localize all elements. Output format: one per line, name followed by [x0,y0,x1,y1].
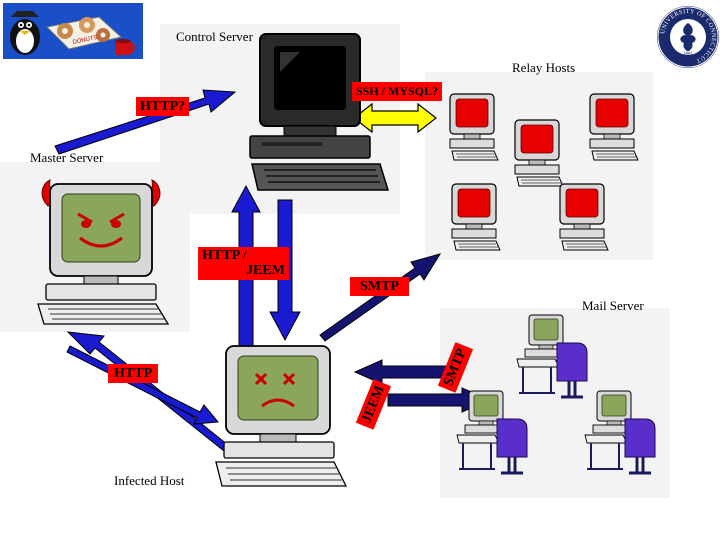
mail-server-label: Mail Server [582,298,644,313]
university-seal-icon: UNIVERSITY OF CONNECTICUT 1881 [657,6,719,68]
coffee-mug-icon [115,39,136,55]
infected-host-label: Infected Host [114,473,185,488]
mail-server-computer-icon [455,389,529,475]
donut-box-icon: DONUTS [45,16,123,50]
mail-server-group [455,313,657,475]
relay-host-computer-icon [559,183,609,251]
arrow-master-to-infected [66,345,219,425]
infected-host-computer-icon [215,345,348,487]
mail-server-computer-icon [583,389,657,475]
arrow-ssh-mysql [353,102,437,134]
control-server-computer-icon [249,33,390,191]
http-jeem-line2: JEEM [246,263,285,278]
http-jeem-line1: HTTP / [202,248,247,263]
linux-penguin-icon [10,11,40,55]
relay-hosts-label: Relay Hosts [512,60,576,75]
mail-server-computer-icon [515,313,589,399]
master-server-computer-icon [37,179,170,325]
http-jeem-tag: HTTP / JEEM [198,247,289,280]
control-server-label: Control Server [176,29,253,44]
http-left-tag: HTTP [108,364,159,383]
ssh-mysql-tag: SSH / MYSQL? [352,82,443,101]
donuts-text: DONUTS [72,35,98,46]
relay-host-computer-icon [589,93,639,161]
relay-hosts-group [449,93,639,251]
seal-year: 1881 [683,52,694,57]
master-server-label: Master Server [30,150,104,165]
smtp-middle-tag: SMTP [350,277,409,296]
relay-host-computer-icon [514,119,564,187]
arrow-mail-to-infected [353,359,453,385]
relay-host-computer-icon [449,93,499,161]
arrow-infected-to-relay [319,253,442,342]
relay-host-computer-icon [451,183,501,251]
arrow-master-to-control [54,89,237,155]
http-question-tag: HTTP? [136,97,190,116]
logo-banner: DONUTS [3,3,143,59]
